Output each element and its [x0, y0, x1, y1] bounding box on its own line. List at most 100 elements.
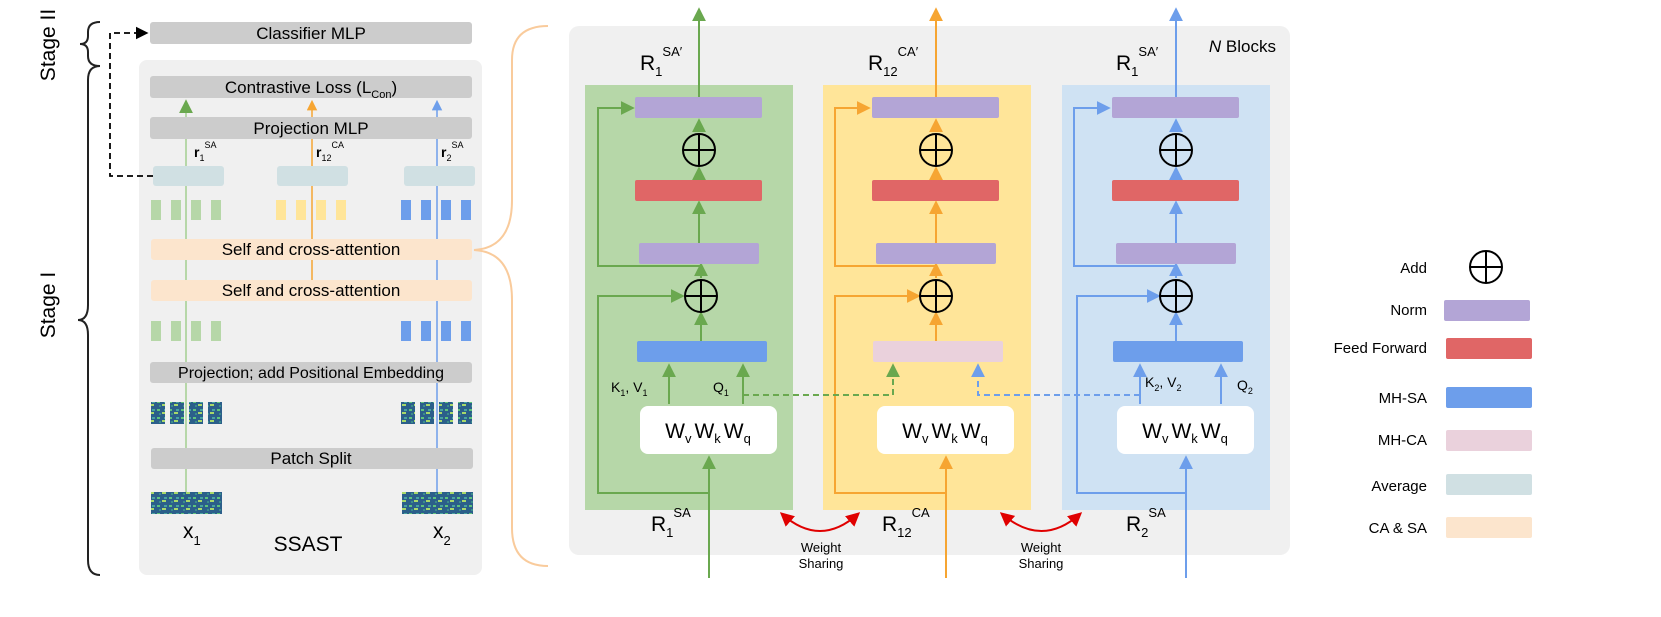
weight-sharing-label-1b: Sharing: [799, 556, 844, 571]
legend-swatch-mhsa: [1446, 387, 1532, 408]
spectrogram-x1: [151, 492, 222, 514]
ssast-panel: Classifier MLP Contrastive Loss (LCon) P…: [109, 22, 482, 575]
stage-2-brace: [79, 21, 101, 67]
legend-swatch-norm: [1444, 300, 1530, 321]
green-output-label: R1SA′: [640, 44, 683, 79]
weight-sharing-arrow-2: [999, 512, 1083, 532]
green-ff-box: [635, 180, 762, 201]
legend-swatch-average: [1446, 474, 1532, 495]
patch-split-label: Patch Split: [270, 449, 352, 468]
blue-norm-upper: [1112, 97, 1239, 118]
legend-swatch-ff: [1446, 338, 1532, 359]
blue-q-label: Q2: [1237, 377, 1253, 396]
r2-sa-label: r2SA: [441, 140, 463, 163]
green-norm-lower: [639, 243, 759, 264]
green-kv-label: K1, V1: [611, 379, 648, 398]
average-box-3: [404, 166, 475, 186]
projection-positional-label: Projection; add Positional Embedding: [178, 365, 444, 382]
yellow-input-label: R12CA: [882, 505, 930, 540]
classifier-mlp-box: [150, 22, 472, 44]
r12-ca-label: r12CA: [316, 140, 344, 163]
weight-sharing-label-2b: Sharing: [1019, 556, 1064, 571]
ssast-label: SSAST: [274, 533, 343, 556]
legend-label-ff: Feed Forward: [1334, 340, 1427, 357]
weight-sharing-arrow-1: [779, 512, 861, 532]
stage-1-brace: [77, 65, 101, 576]
tokens-green-upper: [151, 200, 221, 220]
projection-mlp-label: Projection MLP: [253, 119, 368, 138]
green-norm-upper: [635, 97, 762, 118]
projection-mlp-box: [150, 117, 472, 139]
yellow-add-lower: [919, 279, 953, 313]
legend-label-mhsa: MH-SA: [1379, 390, 1427, 407]
blue-output-label: R1SA′: [1116, 44, 1159, 79]
zoom-bracket: [473, 25, 549, 567]
n-blocks-label: N Blocks: [1209, 37, 1276, 56]
yellow-weights-box: [877, 406, 1014, 454]
x1-label: x1: [183, 520, 201, 548]
self-cross-attention-label-2: Self and cross-attention: [222, 281, 401, 300]
cross-q-green-to-ca: [743, 363, 900, 396]
stage-labels: Stage II Stage I: [37, 9, 101, 576]
green-weights-box: [640, 406, 777, 454]
yellow-add-upper: [919, 133, 953, 167]
legend-label-norm: Norm: [1390, 302, 1427, 319]
green-mhsa-box: [637, 341, 767, 362]
spectrogram-x2: [402, 492, 473, 514]
blue-norm-lower: [1116, 243, 1236, 264]
stage2-dashed-arrow: [109, 26, 153, 177]
weight-sharing-label-1a: Weight: [801, 540, 842, 555]
legend-label-mhca: MH-CA: [1378, 432, 1427, 449]
contrastive-loss-label: Contrastive Loss (LCon): [225, 78, 397, 101]
patch-split-box: [151, 448, 473, 469]
yellow-norm-upper: [872, 97, 999, 118]
weight-sharing-label-2a: Weight: [1021, 540, 1062, 555]
green-q-label: Q1: [713, 379, 729, 398]
patches-left: [151, 402, 222, 424]
tokens-blue-lower: [401, 321, 471, 341]
blue-kv-label: K2, V2: [1145, 374, 1182, 393]
blue-weights-box: [1117, 406, 1254, 454]
yellow-mhca-box: [873, 341, 1003, 362]
self-cross-attention-label-1: Self and cross-attention: [222, 240, 401, 259]
cross-kv-blue-to-ca: [971, 363, 1140, 396]
stage-2-label: Stage II: [37, 9, 60, 81]
ssast-panel-bg: [139, 60, 482, 575]
blue-add-lower: [1159, 279, 1193, 313]
stage-1-label: Stage I: [37, 272, 60, 339]
green-input-label: R1SA: [651, 505, 691, 540]
green-add-lower: [684, 279, 718, 313]
tokens-yellow-upper: [276, 200, 346, 220]
average-box-2: [277, 166, 348, 186]
blue-mhsa-box: [1113, 341, 1243, 362]
self-cross-attention-box-2: [151, 280, 472, 301]
legend-add-icon: [1469, 250, 1503, 284]
green-add-upper: [682, 133, 716, 167]
legend: Add Norm Feed Forward MH-SA MH-CA Averag…: [1334, 250, 1532, 538]
contrastive-loss-box: [150, 76, 472, 98]
blue-ff-box: [1112, 180, 1239, 201]
tokens-blue-upper: [401, 200, 471, 220]
yellow-norm-lower: [876, 243, 996, 264]
legend-label-average: Average: [1371, 478, 1427, 495]
legend-swatch-ca-sa: [1446, 517, 1532, 538]
classifier-mlp-label: Classifier MLP: [256, 24, 366, 43]
projection-positional-box: [150, 362, 472, 383]
r1-sa-label: r1SA: [194, 140, 216, 163]
patches-right: [401, 402, 472, 424]
legend-swatch-mhca: [1446, 430, 1532, 451]
self-cross-attention-box-1: [151, 239, 472, 260]
x2-label: x2: [433, 520, 451, 548]
blue-add-upper: [1159, 133, 1193, 167]
yellow-output-label: R12CA′: [868, 44, 919, 79]
legend-label-ca-sa: CA & SA: [1369, 520, 1427, 537]
tokens-green-lower: [151, 321, 221, 341]
